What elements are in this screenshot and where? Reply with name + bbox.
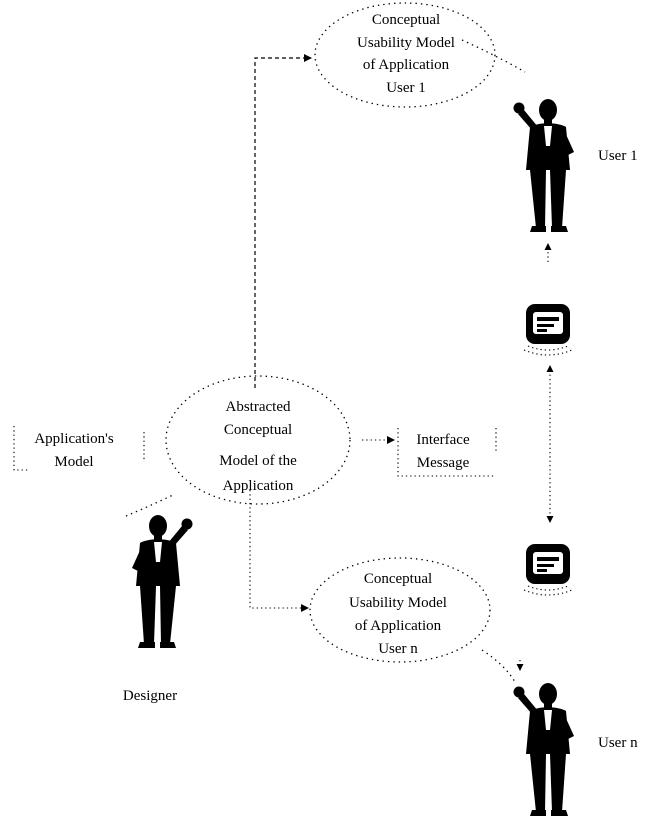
user1-model-line-1: Conceptual <box>372 12 440 28</box>
application-model-frame <box>13 426 145 471</box>
interface-message-frame <box>397 428 497 477</box>
application-model-label: Application's Model <box>34 431 114 470</box>
abstracted-model-bubble <box>165 375 351 505</box>
connector-to-usern-model <box>249 490 309 612</box>
usern-model-line-4: User n <box>378 641 418 657</box>
thought-trail-user1 <box>461 39 526 73</box>
user1-person-icon <box>513 99 574 232</box>
user1-model-label: Conceptual Usability Model of Applicatio… <box>357 12 455 96</box>
thought-trail-usern <box>481 649 516 683</box>
interface-message-label: Interface Message <box>416 432 470 471</box>
user1-model-line-3: of Application <box>363 57 450 73</box>
usern-person-icon <box>513 683 574 816</box>
abstracted-model-line-2: Conceptual <box>224 422 292 438</box>
user1-model-line-4: User 1 <box>386 80 426 96</box>
usern-model-bubble <box>309 557 491 663</box>
user1-caption: User 1 <box>598 148 638 164</box>
abstracted-model-line-1: Abstracted <box>226 399 291 415</box>
designer-person-icon <box>132 515 193 648</box>
usern-caption: User n <box>598 735 638 751</box>
usern-model-line-1: Conceptual <box>364 571 432 587</box>
monitor-user1-icon <box>523 303 573 356</box>
usern-model-line-2: Usability Model <box>349 595 447 611</box>
application-model-line-2: Model <box>54 454 93 470</box>
interface-message-line-1: Interface <box>416 432 470 448</box>
interface-message-line-2: Message <box>417 455 470 471</box>
usern-model-line-3: of Application <box>355 618 442 634</box>
connector-to-user1-model <box>254 54 312 388</box>
abstracted-model-line-4: Application <box>223 478 294 494</box>
designer-caption: Designer <box>123 688 177 704</box>
user1-model-bubble <box>314 2 496 108</box>
monitor-usern-icon <box>523 543 573 596</box>
user1-model-line-2: Usability Model <box>357 35 455 51</box>
abstracted-model-line-3: Model of the <box>219 453 297 469</box>
thought-trail-designer <box>125 493 176 517</box>
application-model-line-1: Application's <box>34 431 114 447</box>
usern-model-label: Conceptual Usability Model of Applicatio… <box>349 571 447 657</box>
abstracted-model-label: Abstracted Conceptual Model of the Appli… <box>219 399 297 494</box>
